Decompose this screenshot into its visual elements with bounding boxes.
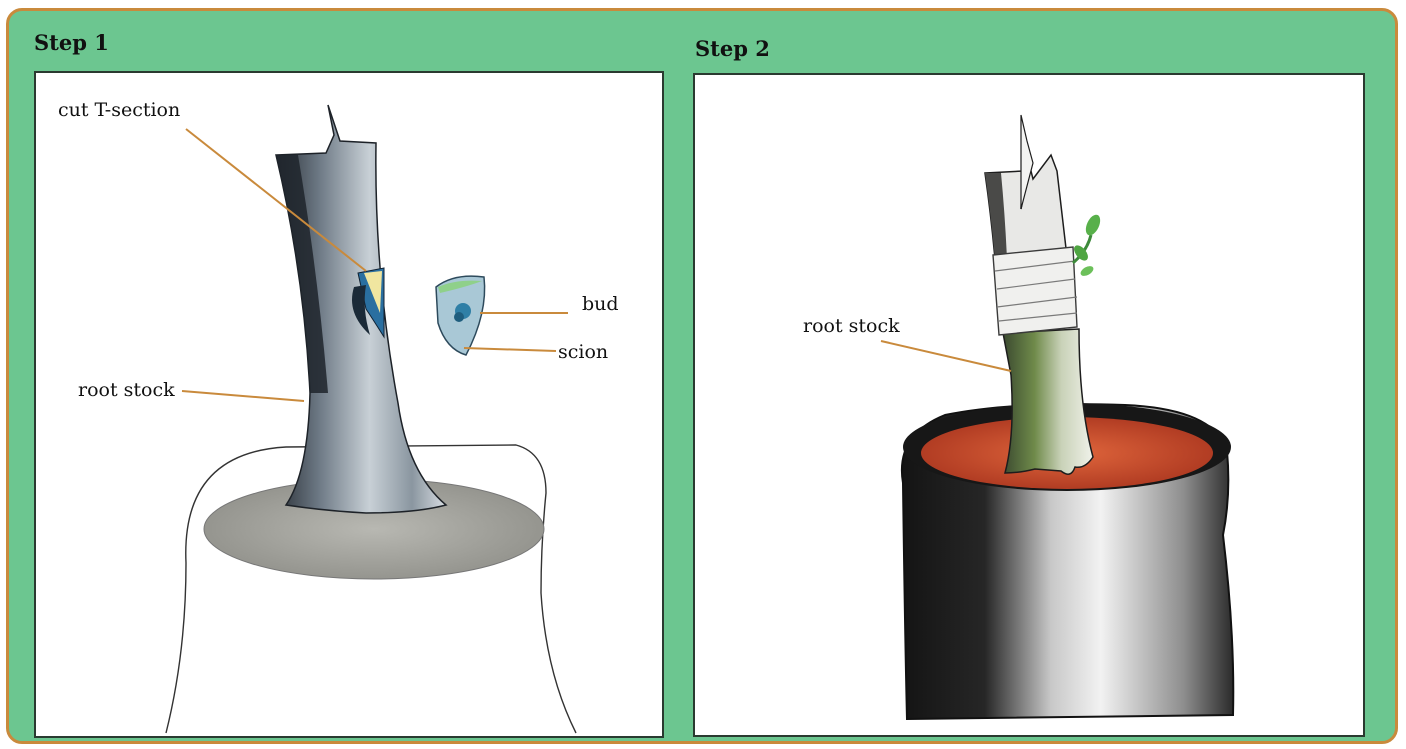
label-root-stock-step1: root stock <box>78 379 175 401</box>
step-2-panel: root stock <box>693 73 1365 737</box>
step-1-panel: cut T-section bud scion root stock <box>34 71 664 738</box>
root-stock-stem <box>1003 329 1093 474</box>
step-1-title: Step 1 <box>34 30 109 55</box>
step-2-title: Step 2 <box>695 36 770 61</box>
step-1-illustration <box>36 73 664 738</box>
leader-root-stock-step2 <box>881 341 1011 371</box>
label-bud: bud <box>582 293 619 315</box>
label-scion: scion <box>558 341 608 363</box>
label-root-stock-step2: root stock <box>803 315 900 337</box>
label-cut-t-section: cut T-section <box>58 99 180 121</box>
grafting-tape <box>993 247 1077 335</box>
scion-piece <box>436 276 485 355</box>
step-2-illustration <box>695 75 1365 737</box>
leader-root-stock <box>182 391 304 401</box>
leader-scion <box>464 348 556 351</box>
sprouting-bud-icon <box>1071 212 1103 277</box>
